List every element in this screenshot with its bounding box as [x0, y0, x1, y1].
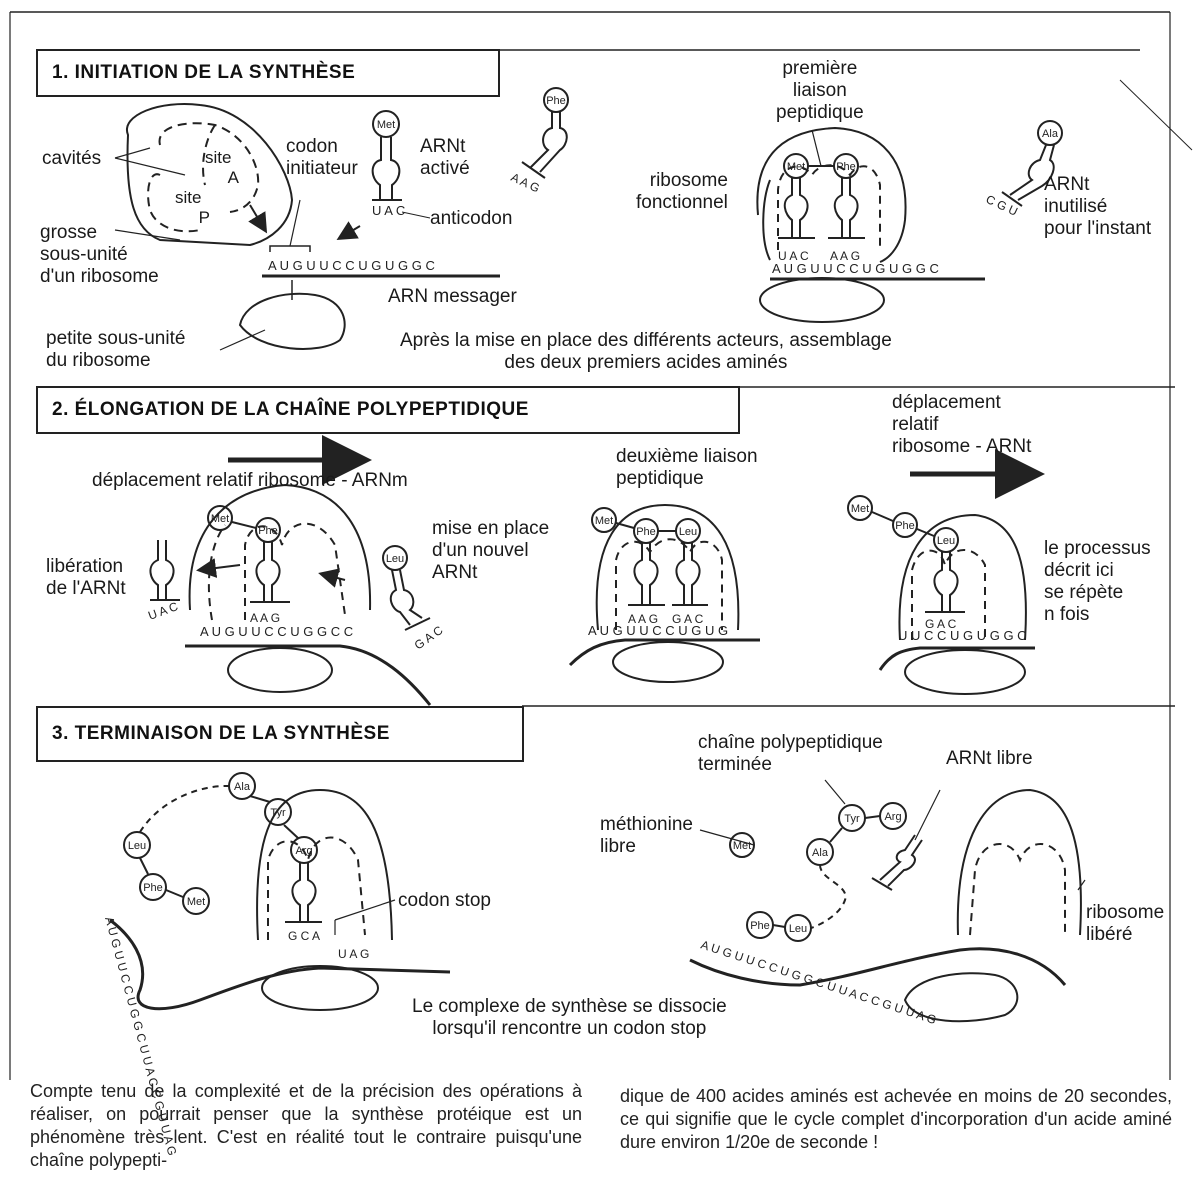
aa-phe-1: Phe	[546, 95, 566, 107]
label-ribosome-fonctionnel: ribosome fonctionnel	[636, 170, 728, 214]
label-deuxieme-liaison: deuxième liaison peptidique	[616, 446, 758, 490]
label-deplacement-arnt: déplacement relatif ribosome - ARNt	[892, 392, 1031, 458]
label-grosse-sous-unite: grosse sous-unité d'un ribosome	[40, 222, 159, 288]
label-deplacement-arnm: déplacement relatif ribosome - ARNm	[92, 470, 408, 492]
section-2-title: 2. ÉLONGATION DE LA CHAÎNE POLYPEPTIDIQU…	[52, 399, 529, 421]
label-ribosome-libere: ribosome libéré	[1086, 902, 1164, 946]
label-liberation: libération de l'ARNt	[46, 556, 126, 600]
aa-ala-2: Ala	[234, 781, 251, 793]
aa-arg-1: Arg	[295, 845, 312, 857]
seq-mrna-3: A U G U U C C U G G C C	[200, 624, 353, 639]
aa-leu-5: Leu	[789, 923, 807, 935]
paragraph-right: dique de 400 acides aminés est achevée e…	[620, 1085, 1172, 1154]
aa-ala-3: Ala	[812, 847, 829, 859]
seq-incoming-anticodon: G A C	[412, 623, 446, 653]
seq-pair-6: G A C	[925, 617, 957, 631]
seq-mrna-5: U U C C U G U G G C	[898, 628, 1027, 643]
aa-phe-5: Phe	[895, 520, 915, 532]
seq-pair-4: A A G	[628, 612, 658, 626]
aa-met-2: Met	[787, 161, 805, 173]
label-chaine-terminee: chaîne polypeptidique terminée	[698, 732, 883, 776]
aa-phe-3: Phe	[258, 525, 278, 537]
aa-met-4: Met	[595, 515, 613, 527]
aa-leu-2: Leu	[679, 526, 697, 538]
label-arnt-libre: ARNt libre	[946, 748, 1033, 770]
aa-ala-1: Ala	[1042, 128, 1059, 140]
aa-met-7: Met	[733, 840, 751, 852]
seq-released-anticodon: U A C	[146, 599, 180, 623]
aa-leu-3: Leu	[937, 535, 955, 547]
label-premiere-liaison: première liaison peptidique	[776, 58, 864, 124]
seq-pair-3: A A G	[250, 611, 280, 625]
label-site-p: site P	[175, 188, 210, 228]
caption-terminaison: Le complexe de synthèse se dissocie lors…	[412, 996, 727, 1040]
aa-phe-2: Phe	[836, 161, 856, 173]
aa-arg-2: Arg	[884, 811, 901, 823]
seq-pair-2: A A G	[830, 249, 860, 263]
aa-met-3: Met	[211, 513, 229, 525]
label-arnt-inutilise: ARNt inutilisé pour l'instant	[1044, 174, 1151, 240]
aa-phe-7: Phe	[750, 920, 770, 932]
aa-tyr-1: Tyr	[270, 807, 286, 819]
seq-anticodon-ala: C G U	[984, 192, 1020, 219]
label-site-a: site A	[205, 148, 239, 188]
aa-met-5: Met	[851, 503, 869, 515]
label-arn-messager: ARN messager	[388, 286, 517, 308]
label-mise-en-place: mise en place d'un nouvel ARNt	[432, 518, 549, 584]
section-3-header: 3. TERMINAISON DE LA SYNTHÈSE	[36, 706, 524, 762]
label-methionine-libre: méthionine libre	[600, 814, 693, 858]
label-arnt-active: ARNt activé	[420, 136, 470, 180]
label-processus: le processus décrit ici se répète n fois	[1044, 538, 1151, 626]
paragraph-left: Compte tenu de la complexité et de la pr…	[30, 1080, 582, 1172]
label-codon-stop: codon stop	[398, 890, 491, 912]
label-petite-sous-unite: petite sous-unité du ribosome	[46, 328, 185, 372]
aa-tyr-2: Tyr	[844, 813, 860, 825]
aa-phe-6: Phe	[143, 882, 163, 894]
seq-stop: U A G	[338, 947, 369, 961]
label-anticodon: anticodon	[430, 208, 512, 230]
seq-pair-5: G A C	[672, 612, 704, 626]
section-3-title: 3. TERMINAISON DE LA SYNTHÈSE	[52, 723, 390, 745]
label-codon-initiateur: codon initiateur	[286, 136, 358, 180]
seq-mrna-4: A U G U U C C U G U G	[588, 623, 728, 638]
seq-mrna-7: A U G U U C C U G G C U U A C C G U U A …	[699, 938, 938, 1028]
section-1-title: 1. INITIATION DE LA SYNTHÈSE	[52, 62, 355, 84]
section-1-header: 1. INITIATION DE LA SYNTHÈSE	[36, 49, 500, 97]
aa-leu-4: Leu	[128, 840, 146, 852]
aa-met-6: Met	[187, 896, 205, 908]
seq-mrna-1: A U G U U C C U G U G G C	[268, 258, 435, 273]
seq-anticodon-phe: A A G	[509, 170, 542, 195]
seq-pair-1: U A C	[778, 249, 809, 263]
aa-phe-4: Phe	[636, 526, 656, 538]
seq-pair-7: G C A	[288, 929, 320, 943]
aa-met-1: Met	[377, 119, 395, 131]
aa-leu-1: Leu	[386, 553, 404, 565]
seq-mrna-2: A U G U U C C U G U G G C	[772, 261, 939, 276]
section-2-header: 2. ÉLONGATION DE LA CHAÎNE POLYPEPTIDIQU…	[36, 386, 740, 434]
caption-initiation: Après la mise en place des différents ac…	[400, 330, 892, 374]
label-cavites: cavités	[42, 148, 101, 170]
seq-anticodon-met: U A C	[372, 203, 405, 218]
